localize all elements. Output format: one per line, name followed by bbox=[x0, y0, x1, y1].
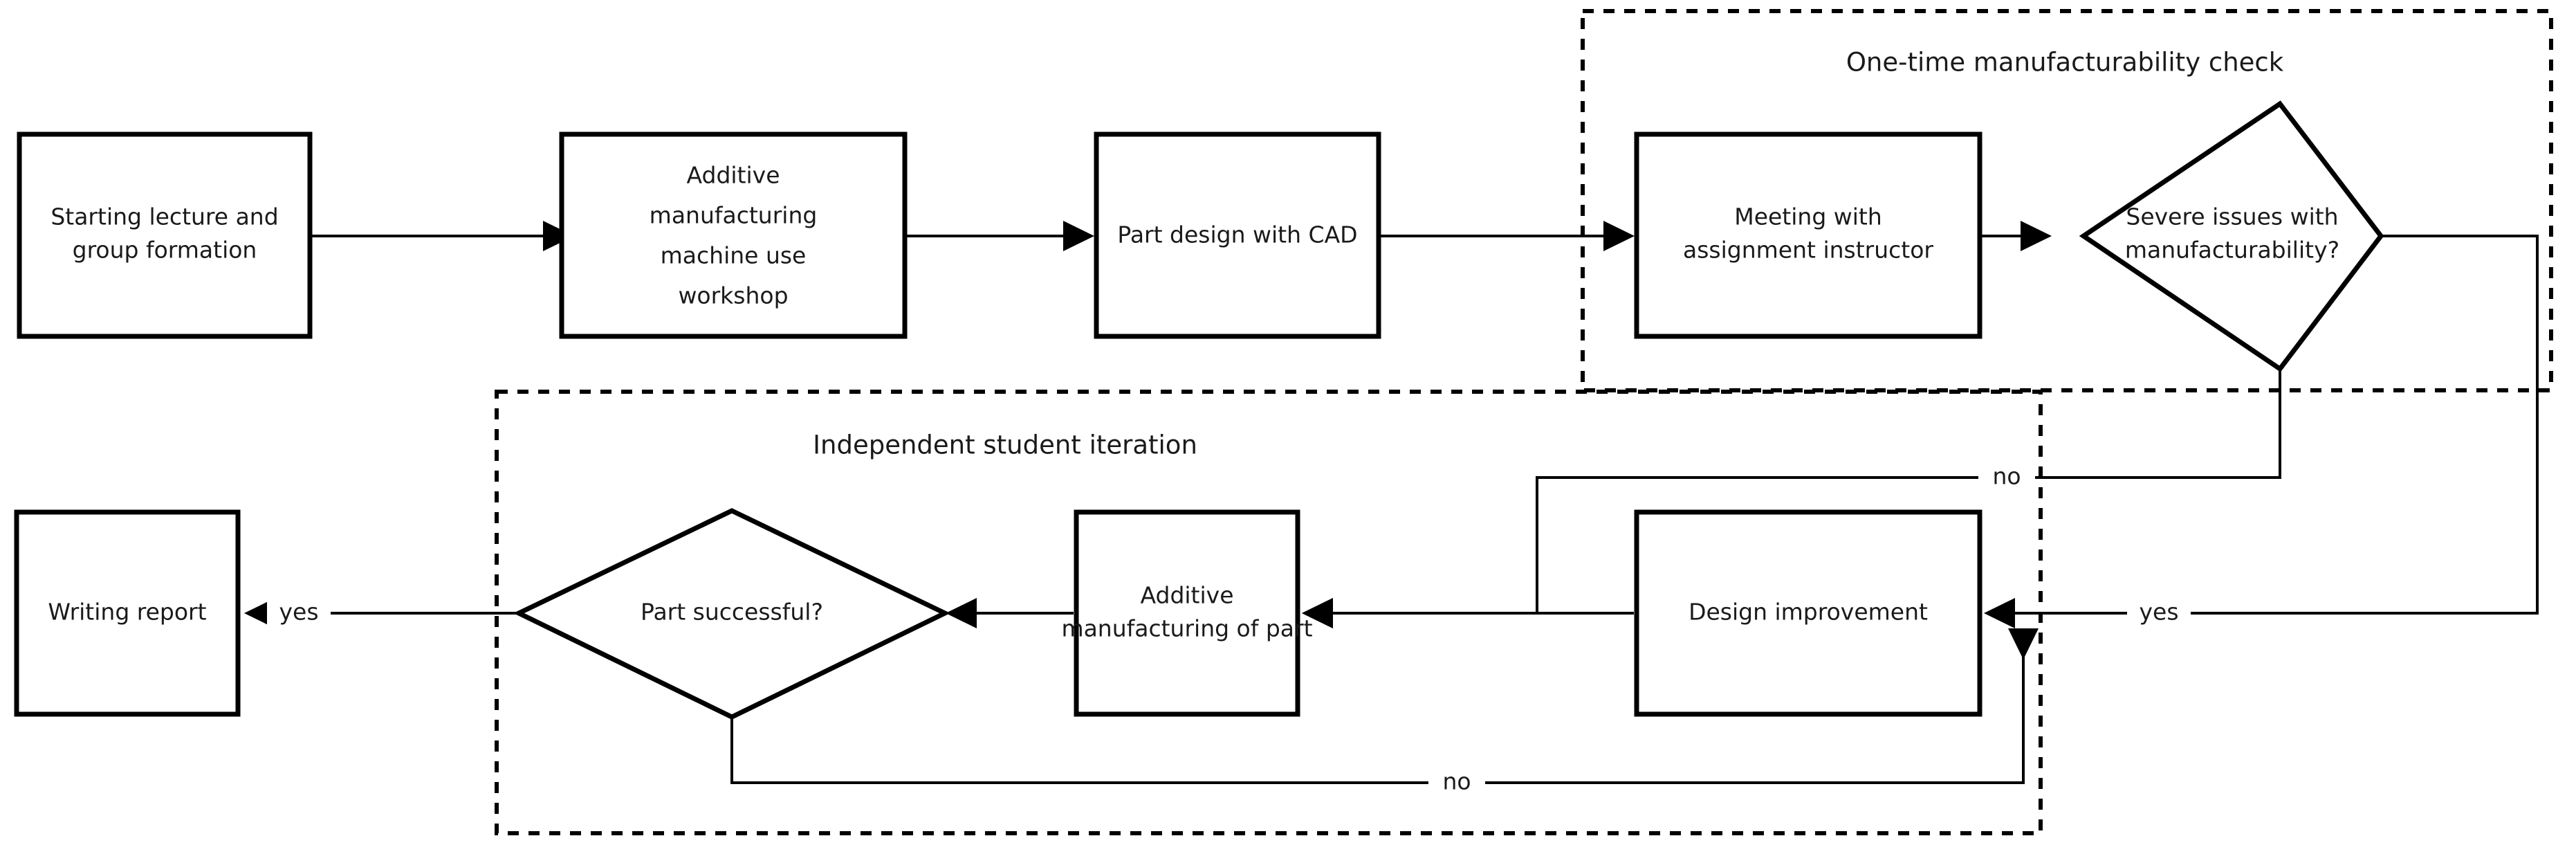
node-meeting-instructor-line-2: assignment instructor bbox=[1683, 237, 1933, 264]
edge-label-yes-part-successful: yes bbox=[267, 595, 331, 631]
node-am-of-part-line-2: manufacturing of part bbox=[1061, 615, 1312, 642]
node-part-successful[interactable]: Part successful? bbox=[513, 508, 951, 720]
node-meeting-instructor[interactable]: Meeting with assignment instructor bbox=[1634, 131, 1982, 339]
node-design-improvement-line-1: Design improvement bbox=[1689, 599, 1928, 626]
edge-part-successful-no-to-design-improvement bbox=[730, 628, 2039, 784]
group-label-independent-student-iteration: Independent student iteration bbox=[813, 430, 1197, 460]
svg-text:yes: yes bbox=[279, 599, 318, 626]
node-am-workshop-line-4: workshop bbox=[678, 282, 788, 309]
svg-text:One-time manufacturability che: One-time manufacturability check bbox=[1846, 48, 2284, 78]
edge-am-of-part-to-part-successful bbox=[946, 598, 1074, 628]
node-start-lecture-line-1: Starting lecture and bbox=[50, 203, 278, 230]
edge-part-design-cad-to-meeting-instructor bbox=[1379, 221, 1635, 251]
node-am-workshop-line-1: Additive bbox=[687, 162, 780, 189]
node-meeting-instructor-line-1: Meeting with bbox=[1734, 203, 1882, 230]
node-severe-issues[interactable]: Severe issues with manufacturability? bbox=[2079, 100, 2384, 372]
node-severe-issues-line-2: manufacturability? bbox=[2125, 237, 2339, 264]
node-part-design-cad[interactable]: Part design with CAD bbox=[1094, 131, 1381, 339]
node-start-lecture-line-2: group formation bbox=[73, 237, 257, 264]
svg-text:no: no bbox=[1442, 768, 1471, 795]
svg-text:yes: yes bbox=[2139, 599, 2178, 626]
node-severe-issues-line-1: Severe issues with bbox=[2126, 203, 2338, 230]
node-am-of-part-line-1: Additive bbox=[1141, 582, 1234, 609]
svg-text:Independent student iteration: Independent student iteration bbox=[813, 430, 1197, 460]
group-label-one-time-manufacturability-check: One-time manufacturability check bbox=[1846, 48, 2284, 78]
edge-start-lecture-to-am-workshop bbox=[309, 221, 574, 251]
node-writing-report[interactable]: Writing report bbox=[14, 509, 241, 717]
node-part-design-cad-line-1: Part design with CAD bbox=[1117, 221, 1357, 248]
edge-severe-issues-yes-to-design-improvement bbox=[1984, 235, 2539, 628]
node-writing-report-line-1: Writing report bbox=[48, 599, 206, 626]
edge-label-no-manufacturability: no bbox=[1978, 460, 2035, 496]
node-part-successful-line-1: Part successful? bbox=[641, 599, 823, 626]
edge-am-workshop-to-part-design-cad bbox=[905, 221, 1094, 251]
edge-design-improvement-to-am-of-part bbox=[1302, 598, 1634, 628]
node-design-improvement[interactable]: Design improvement bbox=[1634, 509, 1982, 717]
svg-text:no: no bbox=[1992, 463, 2021, 490]
edge-label-yes-manufacturability: yes bbox=[2127, 595, 2191, 631]
node-am-workshop[interactable]: Additive manufacturing machine use works… bbox=[559, 131, 908, 339]
node-am-workshop-line-3: machine use bbox=[661, 242, 807, 269]
node-am-of-part[interactable]: Additive manufacturing of part bbox=[1061, 509, 1313, 717]
edge-label-no-part-successful: no bbox=[1428, 765, 1485, 801]
node-am-workshop-line-2: manufacturing bbox=[650, 202, 818, 229]
node-start-lecture[interactable]: Starting lecture and group formation bbox=[17, 131, 313, 339]
edge-meeting-instructor-to-severe-issues bbox=[1980, 221, 2052, 251]
group-box-one-time-manufacturability-check bbox=[1581, 9, 2553, 392]
